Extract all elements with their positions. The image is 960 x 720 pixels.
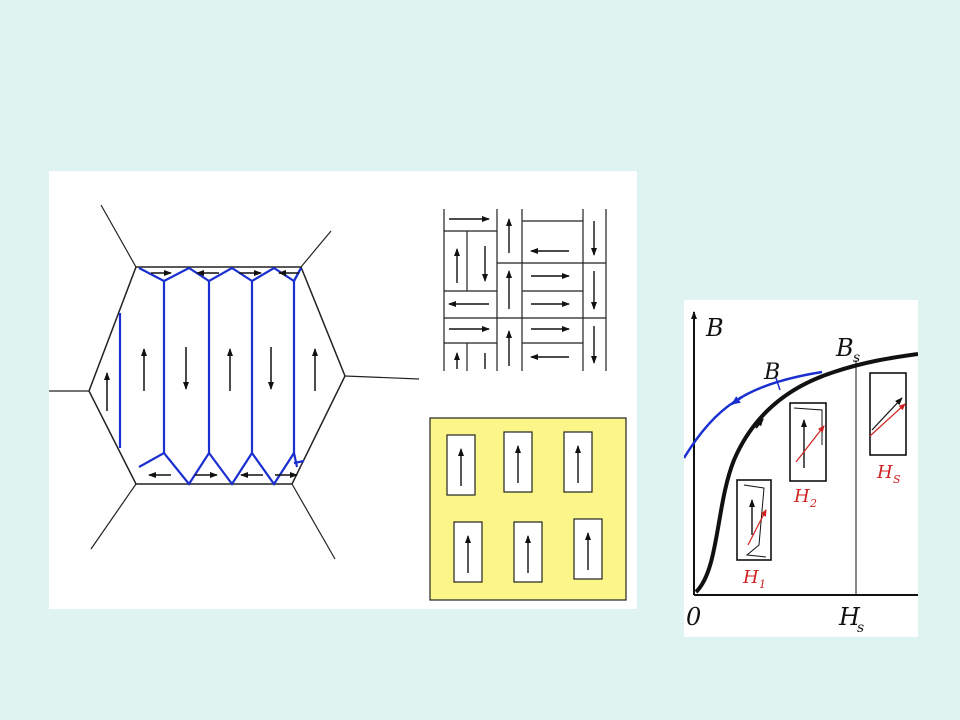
- curve-point-label: B: [763, 360, 780, 385]
- magnetization-curve: [694, 352, 918, 594]
- domain-box-h2: [789, 402, 827, 482]
- domain-structure-figure: [49, 204, 627, 601]
- origin-label: 0: [686, 603, 701, 631]
- saturation-label-sub: s: [853, 350, 860, 366]
- field-label-h2: H: [793, 486, 810, 507]
- field-label-h1-sub: 1: [759, 578, 766, 591]
- saturation-label: B: [835, 334, 854, 362]
- domain-box-h1: [736, 479, 772, 561]
- field-label-h1: H: [742, 567, 759, 588]
- domain-box-hs: [869, 372, 907, 456]
- magnetization-curve-panel: B B s B 0 H s H 1 H 2 H S: [684, 300, 918, 637]
- domain-grid-arrows: [448, 216, 597, 369]
- saturated-domains-box: [429, 417, 627, 601]
- axis-y-label: B: [705, 314, 724, 342]
- magnetization-curve-figure: B B s B 0 H s H 1 H 2 H S: [684, 311, 918, 636]
- axis-x-label: H: [838, 603, 861, 631]
- graph-axes: [691, 311, 918, 596]
- field-label-hs-sub: S: [893, 473, 901, 486]
- grain-magnetization-arrows: [104, 270, 318, 478]
- blue-curve-tick: [775, 377, 781, 391]
- grain-hexagon: [49, 204, 420, 560]
- domain-walls: [118, 266, 305, 486]
- axis-x-label-sub: s: [857, 620, 864, 636]
- domain-structure-panel: [49, 171, 637, 609]
- field-label-h2-sub: 2: [809, 497, 817, 510]
- field-label-hs: H: [876, 462, 893, 483]
- domain-grid: [443, 209, 607, 371]
- curve-direction-arrow: [755, 418, 764, 429]
- blue-curve-arrow: [731, 395, 743, 406]
